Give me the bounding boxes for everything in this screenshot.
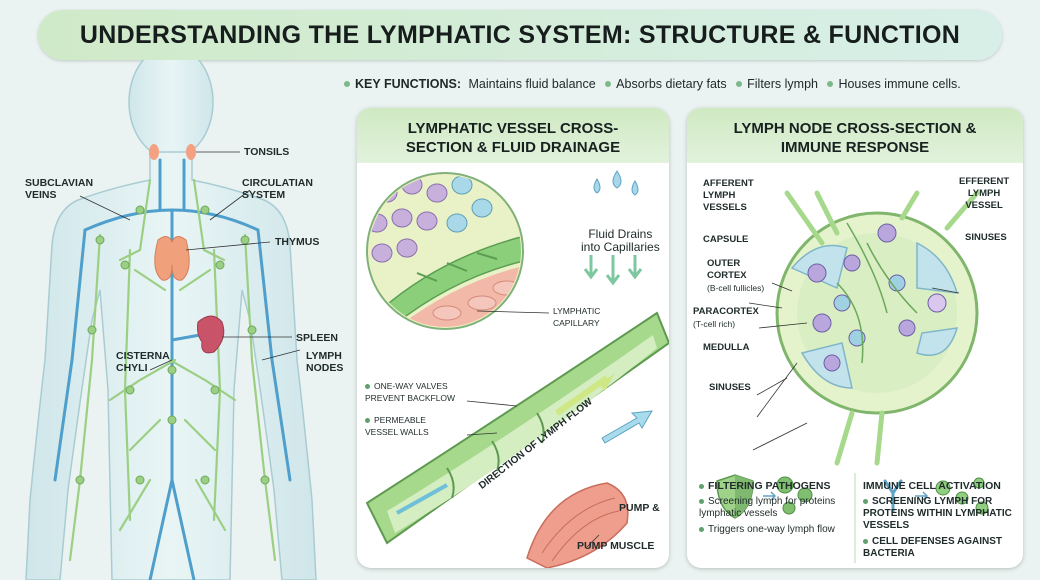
thymus-shape [154,236,190,281]
bullet-icon [699,498,704,504]
bullet-icon [736,81,743,88]
pump-label: PUMP & [619,502,660,514]
title-banner: UNDERSTANDING THE LYMPHATIC SYSTEM: STRU… [38,10,1002,60]
activation-item-text: CELL DEFENSES AGAINST BACTERIA [863,536,1003,559]
bullet-icon [827,81,834,88]
lymph-node-dot [125,385,135,395]
bullet-icon [605,81,612,88]
filtering-title: FILTERING PATHOGENS [708,480,831,492]
bullet-icon [699,483,704,489]
afferent-label: AFFERENT LYMPH VESSELS [703,178,754,213]
spleen-shape [197,315,225,354]
filtering-item: Screening lymph for proteins lymphatic v… [699,496,851,520]
bullet-icon [344,81,350,88]
bullet-icon [863,498,868,504]
pump-muscle-label: PUMP MUSCLE [577,540,655,552]
lymph-node-dot [135,475,145,485]
lymph-node-dot [200,475,210,485]
head-shape [128,60,214,159]
tonsil-right [186,144,196,160]
activation-title: IMMUNE CELL ACTIVATION [863,480,1001,492]
label-cisterna: CISTERNA CHYLI [116,350,170,374]
efferent-label: EFFERENT LYMPH VESSEL [959,176,1010,211]
antibody-icon [883,479,903,513]
lymph-node-dot [167,415,177,425]
lymph-node-dot [135,205,145,215]
activation-item: SCREENING LYMPH FOR PROTEINS WITHIN LYMP… [863,496,1019,532]
paracortex-label: PARACORTEX (T-cell rich) [693,306,759,331]
label-subclavian: SUBCLAVIAN VEINS [25,177,94,201]
fluid-drains-label: Fluid Drains into Capillaries [581,227,660,254]
medulla-label: MEDULLA [703,342,750,353]
key-functions-label: KEY FUNCTIONS: [355,77,462,91]
label-thymus: THYMUS [275,236,320,248]
label-spleen: SPLEEN [296,332,339,344]
key-function-item: Filters lymph [747,77,818,91]
sinuses-top-label: SINUSES [965,232,1007,243]
lymph-node-dot [87,325,97,335]
outer-cortex-text: OUTER CORTEX [707,258,747,281]
key-function-item: Absorbs dietary fats [616,77,727,91]
lymph-node-dot [240,235,250,245]
outer-cortex-label: OUTER CORTEX (B-cell fullicles) [707,258,764,295]
node-panel-title: LYMPH NODE CROSS-SECTION & IMMUNE RESPON… [733,120,977,156]
activation-item: CELL DEFENSES AGAINST BACTERIA [863,536,1019,560]
vessel-panel-title: LYMPHATIC VESSEL CROSS-SECTION & FLUID D… [405,120,621,156]
lymph-node-dot [95,235,105,245]
lymph-node-dot [215,260,225,270]
body-figure [25,60,317,580]
label-circulation: CIRCULATIAN SYSTEM [242,177,313,201]
key-function-item: Houses immune cells. [838,77,961,91]
lymphatic-capillary-label: LYMPHATIC CAPILLARY [553,306,601,328]
lymph-node-dot [120,260,130,270]
bullet-icon [699,526,704,532]
arm-vein-right [256,228,292,482]
node-panel: LYMPH NODE CROSS-SECTION & IMMUNE RESPON… [687,108,1023,568]
vessel-diagram [365,170,669,568]
outer-cortex-sub: (B-cell fullicles) [707,283,765,293]
lymph-node-dot [75,475,85,485]
node-panel-header: LYMPH NODE CROSS-SECTION & IMMUNE RESPON… [687,108,1023,163]
one-way-valves-text: ONE-WAY VALVES PREVENT BACKFLOW [365,381,456,403]
tonsil-left [149,144,159,160]
lymph-node-dot [200,205,210,215]
lymph-node-diagram [716,190,989,563]
one-way-valves-label: ONE-WAY VALVES PREVENT BACKFLOW [365,380,455,404]
filtering-item-text: Screening lymph for proteins lymphatic v… [699,496,836,519]
main-vein-path-right [170,478,196,580]
key-functions: KEY FUNCTIONS: Maintains fluid balance A… [338,77,961,91]
permeable-label: PERMEABLE VESSEL WALLS [365,414,429,438]
label-tonsils: TONSILS [244,146,290,158]
filtering-section: FILTERING PATHOGENS Screening lymph for … [699,480,851,536]
capsule-label: CAPSULE [703,234,749,245]
filtering-item: Triggers one-way lymph flow [699,524,851,536]
neck-vein [158,158,186,212]
lymph-node-dot [247,325,257,335]
sinuses-bottom-label: SINUSES [709,382,751,393]
paracortex-text: PARACORTEX [693,306,759,317]
lymph-node-dot [167,365,177,375]
page-title: UNDERSTANDING THE LYMPHATIC SYSTEM: STRU… [79,21,961,49]
bullet-icon [863,538,868,544]
lymph-node-dot [210,385,220,395]
vessel-panel: LYMPHATIC VESSEL CROSS-SECTION & FLUID D… [357,108,669,568]
gut-vein [170,333,202,342]
permeable-text: PERMEABLE VESSEL WALLS [365,415,429,437]
activation-item-text: SCREENING LYMPH FOR PROTEINS WITHIN LYMP… [863,496,1012,531]
vessel-panel-header: LYMPHATIC VESSEL CROSS-SECTION & FLUID D… [357,108,669,163]
arm-vein-left [53,228,87,482]
activation-section: IMMUNE CELL ACTIVATION SCREENING LYMPH F… [863,480,1019,560]
bullet-icon [365,384,370,390]
bullet-icon [365,418,370,424]
filtering-item-text: Triggers one-way lymph flow [708,524,835,535]
paracortex-sub: (T-cell rich) [693,319,736,329]
key-function-item: Maintains fluid balance [468,77,596,91]
lymph-node-dot [260,475,270,485]
label-lymph-nodes: LYMPH NODES [306,350,344,374]
